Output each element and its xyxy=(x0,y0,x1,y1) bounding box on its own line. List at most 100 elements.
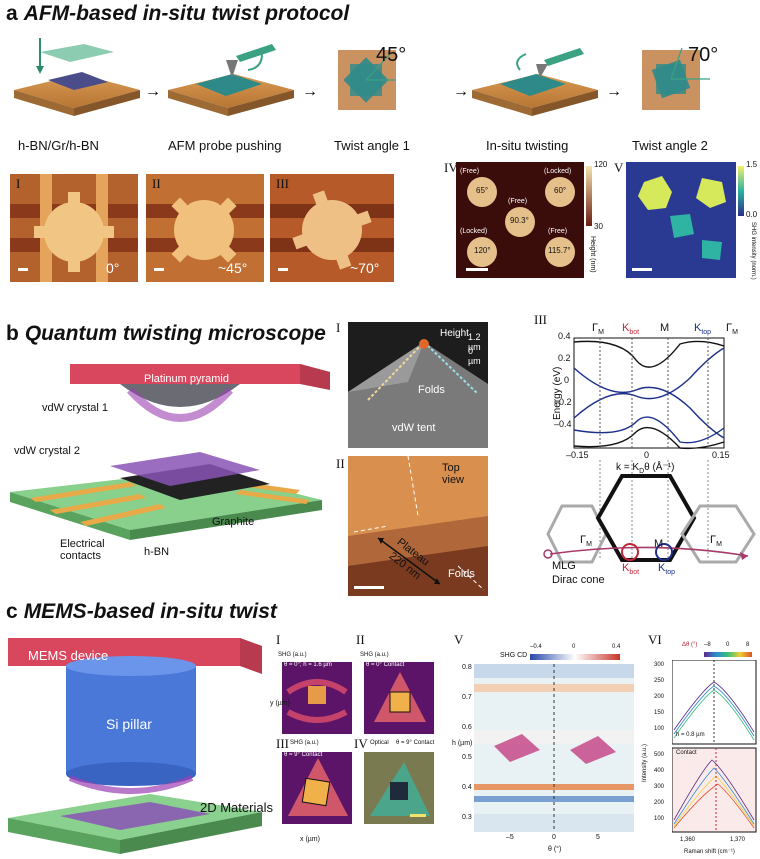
label-graphite: Graphite xyxy=(212,516,255,528)
sub-label-iv: IV xyxy=(444,160,458,175)
shg-map xyxy=(626,162,736,278)
iv-locked-2: (Locked) xyxy=(460,228,488,235)
svg-text:→: → xyxy=(302,83,318,100)
afm-angle-45: ~45° xyxy=(218,260,248,276)
cd-colorbar xyxy=(530,654,620,660)
v-cb-label: SHG intensity (norm.) xyxy=(750,222,756,280)
iv-locked-1: (Locked) xyxy=(544,168,572,175)
band-point-m: M xyxy=(660,322,670,334)
optical-image xyxy=(364,752,434,824)
label-vdw-crystal-2: vdW crystal 2 xyxy=(14,445,81,457)
raman-spectra xyxy=(672,660,757,833)
tent-max: 1.2 µm xyxy=(468,332,481,352)
afm-image-ii: II ~45° xyxy=(146,174,264,282)
cd-heatmap xyxy=(474,664,634,832)
label-electrical-contacts: Electrical contacts xyxy=(60,538,105,562)
sub-label-ii: II xyxy=(152,176,161,191)
afm-image-i: I 0° xyxy=(10,174,138,282)
iv-angle-3: 90.3° xyxy=(510,216,529,225)
label-platinum-pyramid: Platinum pyramid xyxy=(144,373,229,385)
label-2d-materials: 2D Materials xyxy=(200,800,273,815)
sub-label-v: V xyxy=(614,160,624,175)
afm-image-iii: III ~70° xyxy=(270,174,394,282)
substrate-2 xyxy=(168,44,294,116)
angle-label-1: 45° xyxy=(376,44,407,66)
sub-label-c-iv: IV xyxy=(354,736,368,751)
iv-angle-2: 60° xyxy=(554,186,567,195)
svg-text:→: → xyxy=(453,83,469,100)
afm-angle-0: 0° xyxy=(106,260,120,276)
iv-free-2: (Free) xyxy=(508,198,528,205)
step-label-2: AFM probe pushing xyxy=(168,138,282,153)
sub-label-b-ii: II xyxy=(336,456,345,471)
label-vdw-crystal-1: vdW crystal 1 xyxy=(42,402,109,414)
band-point-kbot: Kbot xyxy=(622,322,640,337)
twist-tile-1 xyxy=(338,50,396,110)
svg-text:→: → xyxy=(606,83,622,100)
band-point-ktop: Ktop xyxy=(694,322,712,337)
topview-image: Top view Plateau 220 nm Folds xyxy=(348,456,488,596)
label-si-pillar: Si pillar xyxy=(106,716,152,732)
substrate-1 xyxy=(14,38,140,116)
iv-colorbar xyxy=(586,166,592,226)
iv-free-1: (Free) xyxy=(460,168,480,175)
iv-cb-max: 120 xyxy=(594,160,608,169)
tent-label: vdW tent xyxy=(392,422,436,434)
shg-map-iii: θ = 9° Contact xyxy=(282,752,352,824)
sub-label-c-iii: III xyxy=(276,736,289,751)
topview-folds: Folds xyxy=(448,568,475,580)
brillouin-zone xyxy=(543,474,756,564)
afm-angle-70: ~70° xyxy=(350,260,380,276)
v-cb-min: 0.0 xyxy=(746,210,758,219)
bz-gamma-right: ΓM xyxy=(710,534,722,549)
sub-label-iii: III xyxy=(276,176,289,191)
tent-image: Height 1.2 µm 0 µm Folds vdW tent xyxy=(348,322,488,448)
bz-gamma-left: ΓM xyxy=(580,534,592,549)
panel-a-schematic: → → → → xyxy=(14,38,710,116)
topview-label: Top view xyxy=(442,462,465,486)
sub-label-b-iii: III xyxy=(534,312,547,327)
band-point-gamma-left: ΓM xyxy=(592,322,604,337)
sub-label-c-vi: VI xyxy=(648,632,662,647)
iv-free-3: (Free) xyxy=(548,228,568,235)
tent-folds: Folds xyxy=(418,384,445,396)
raman-legend-colorbar xyxy=(704,652,752,657)
iv-angle-1: 65° xyxy=(476,186,489,195)
sub-label-c-v: V xyxy=(454,632,464,647)
angle-label-2: 70° xyxy=(688,44,719,66)
tent-height-label: Height xyxy=(440,328,469,339)
step-label-1: h-BN/Gr/h-BN xyxy=(18,138,99,153)
bz-mlg: MLG xyxy=(552,560,576,572)
band-point-gamma-right: ΓM xyxy=(726,322,738,337)
step-label-4: In-situ twisting xyxy=(486,138,569,153)
substrate-3 xyxy=(472,48,598,116)
sub-label-c-i: I xyxy=(276,632,281,647)
bz-kbot: Kbot xyxy=(622,562,640,577)
label-hbn: h-BN xyxy=(144,546,170,558)
band-xlabel: k = KDθ (Å⁻¹) xyxy=(616,462,675,475)
v-colorbar xyxy=(738,166,744,216)
bz-dirac-cone: Dirac cone xyxy=(552,574,605,586)
sub-label-c-ii: II xyxy=(356,632,365,647)
afm-height-map: (Free) 65° (Locked) 60° (Free) 90.3° (Lo… xyxy=(456,162,584,278)
tent-min: 0 µm xyxy=(468,346,481,366)
iv-cb-min: 30 xyxy=(594,222,603,231)
bz-m: M xyxy=(654,538,664,550)
shg-map-ii: θ = 0° Contact xyxy=(364,662,434,734)
qtm-schematic xyxy=(10,364,330,540)
iv-cb-label: Height (nm) xyxy=(589,236,596,273)
sub-label-i: I xyxy=(16,176,21,191)
step-label-5: Twist angle 2 xyxy=(632,138,708,153)
bz-ktop: Ktop xyxy=(658,562,676,577)
iv-angle-4: 120° xyxy=(474,246,491,255)
label-mems-device: MEMS device xyxy=(28,648,109,663)
svg-text:→: → xyxy=(145,83,161,100)
iv-angle-5: 115.7° xyxy=(548,246,571,255)
sub-label-b-i: I xyxy=(336,320,341,335)
shg-map-i: θ = 0°; h = 1.6 µm xyxy=(282,662,352,734)
twist-tile-2 xyxy=(642,47,710,110)
band-ylabel: Energy (eV) xyxy=(552,366,563,420)
